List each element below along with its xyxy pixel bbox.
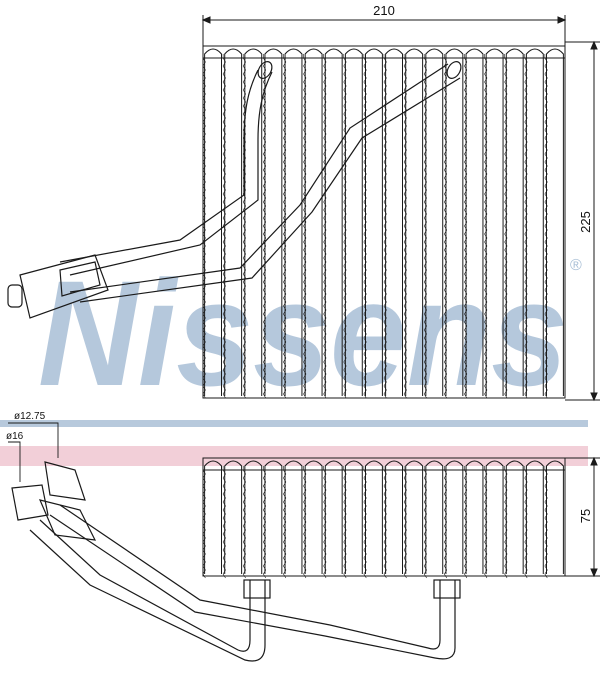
fin-tube xyxy=(244,48,263,396)
fin-tube xyxy=(284,48,303,396)
depth-dimension xyxy=(565,456,600,578)
side-view xyxy=(8,422,600,662)
fin-corrugation xyxy=(443,466,448,579)
fin-tube xyxy=(264,48,283,396)
fin-corrugation xyxy=(343,54,347,399)
fin-corrugation xyxy=(423,466,427,579)
width-dimension xyxy=(201,15,567,46)
fin-corrugation xyxy=(323,466,327,579)
fin-corrugation xyxy=(363,54,367,399)
core-outline-side xyxy=(202,457,566,577)
fin-corrugation xyxy=(343,466,347,579)
fin-tube xyxy=(545,48,564,396)
height-label: 225 xyxy=(578,211,593,233)
fin-corrugation xyxy=(303,54,307,399)
width-label: 210 xyxy=(373,3,395,18)
brand-logo: Nissens xyxy=(38,249,568,417)
fin-tube xyxy=(525,460,544,574)
fin-tube xyxy=(425,48,444,396)
fin-tube xyxy=(224,48,243,396)
core-fins-side xyxy=(202,460,565,579)
brand-watermark: Nissens ® xyxy=(0,249,588,466)
fin-tube xyxy=(465,48,484,396)
registered-mark: ® xyxy=(570,257,582,274)
fin-tube xyxy=(344,48,363,396)
fin-corrugation xyxy=(464,466,468,579)
fin-corrugation xyxy=(303,466,307,579)
fin-corrugation xyxy=(262,466,267,579)
fin-corrugation xyxy=(242,54,246,399)
fin-tube xyxy=(445,48,464,396)
fin-tube xyxy=(304,460,323,574)
fin-corrugation xyxy=(202,466,206,579)
fin-tube xyxy=(204,460,223,574)
fin-tube xyxy=(425,460,444,574)
fin-tube xyxy=(485,48,504,396)
fin-tube xyxy=(505,460,524,574)
fin-corrugation xyxy=(524,54,528,399)
fin-corrugation xyxy=(383,466,387,579)
fin-corrugation xyxy=(383,54,387,399)
fin-corrugation xyxy=(544,466,548,579)
fin-tube xyxy=(505,48,524,396)
fin-tube xyxy=(385,460,404,574)
fin-tube xyxy=(385,48,404,396)
fin-tube xyxy=(304,48,323,396)
fin-corrugation xyxy=(524,466,528,579)
fin-tube xyxy=(465,460,484,574)
fin-corrugation xyxy=(504,54,508,399)
watermark-band-blue xyxy=(0,420,588,427)
fin-tube xyxy=(324,460,343,574)
fin-tube xyxy=(264,460,283,574)
core-outline-top xyxy=(202,45,566,399)
depth-label: 75 xyxy=(578,509,593,523)
fin-corrugation xyxy=(323,54,327,399)
watermark-band-pink xyxy=(0,446,588,466)
fin-tube xyxy=(284,460,303,574)
fin-tube xyxy=(545,460,564,574)
fin-tube xyxy=(224,460,243,574)
fin-tube xyxy=(244,460,263,574)
fin-tube xyxy=(324,48,343,396)
outlet-diameter-label: ø12.75 xyxy=(14,411,46,422)
fin-corrugation xyxy=(222,466,226,579)
fin-corrugation xyxy=(443,54,448,399)
top-view xyxy=(7,15,600,402)
pipe-assembly-side xyxy=(11,461,461,662)
fin-corrugation xyxy=(484,54,488,399)
fin-tube xyxy=(204,48,223,396)
fin-tube xyxy=(445,460,464,574)
fin-corrugation xyxy=(403,466,407,579)
fin-corrugation xyxy=(464,54,468,399)
fin-corrugation xyxy=(202,54,206,399)
fin-tube xyxy=(364,460,383,574)
fin-corrugation xyxy=(423,54,427,399)
fin-corrugation xyxy=(262,54,267,399)
fin-corrugation xyxy=(283,54,287,399)
fin-tube xyxy=(344,460,363,574)
fin-corrugation xyxy=(544,54,548,399)
inlet-diameter-label: ø16 xyxy=(6,431,24,442)
fin-corrugation xyxy=(363,466,367,579)
fin-tube xyxy=(485,460,504,574)
height-dimension xyxy=(565,40,600,402)
fin-tube xyxy=(405,460,424,574)
fin-corrugation xyxy=(283,466,287,579)
fin-tube xyxy=(525,48,544,396)
fin-tube xyxy=(405,48,424,396)
fin-tube xyxy=(364,48,383,396)
fin-corrugation xyxy=(504,466,508,579)
core-fins-top xyxy=(202,48,565,399)
fin-corrugation xyxy=(242,466,246,579)
fin-corrugation xyxy=(484,466,488,579)
pipe-assembly-top xyxy=(7,61,462,319)
diameter-leaders xyxy=(8,422,59,482)
fin-corrugation xyxy=(222,54,226,399)
